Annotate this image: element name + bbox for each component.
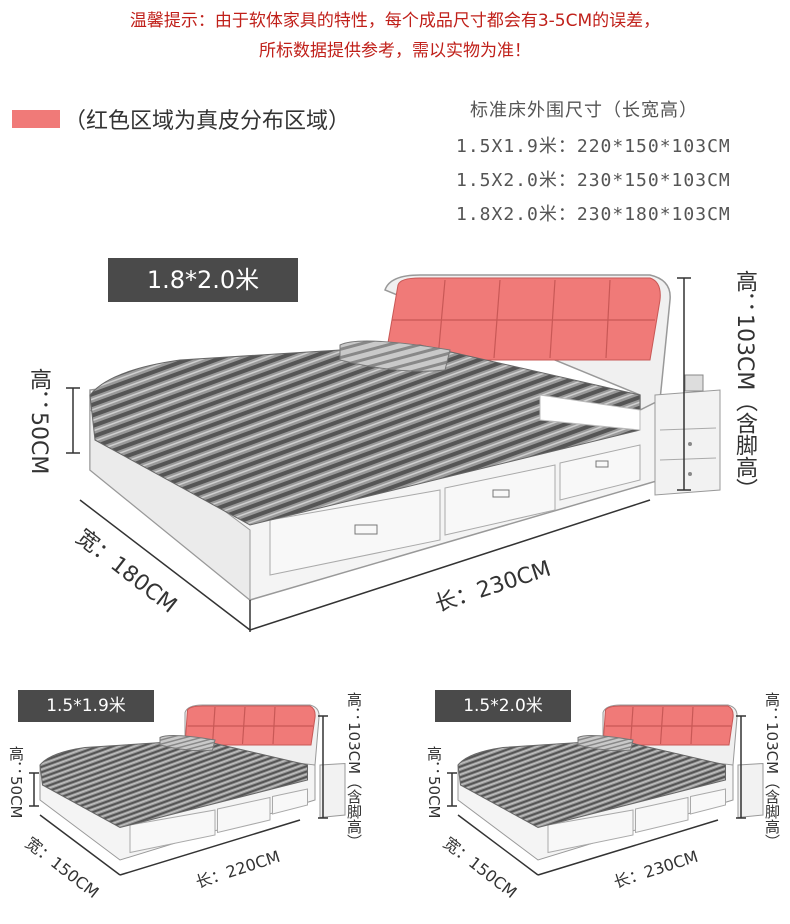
big-bed-dimension-lines	[66, 277, 691, 632]
small-bed-2-height-left: 高：50CM	[425, 746, 443, 819]
notice-line-2: 所标数据提供参考，需以实物为准！	[259, 41, 531, 61]
big-bed-leather-headboard	[384, 277, 661, 361]
notice-line-1: 温馨提示：由于软体家具的特性，每个成品尺寸都会有3-5CM的误差，	[129, 11, 661, 31]
big-bed-height-left: 高：50CM	[26, 368, 51, 475]
small-bed-2-size-label: 1.5*2.0米	[435, 690, 571, 722]
spec-row-2: 1.5X2.0米：230*150*103CM	[456, 170, 731, 191]
small-bed-1-dimension-lines	[29, 715, 328, 876]
spec-row-1: 1.5X1.9米：220*150*103CM	[456, 136, 731, 157]
small-bed-1-height-right: 高：103CM（含脚高）	[345, 692, 363, 850]
big-bed	[66, 274, 721, 632]
leather-legend-swatch	[12, 110, 60, 128]
big-bed-size-label: 1.8*2.0米	[108, 258, 298, 302]
big-bed-height-right: 高：103CM（含脚高）	[732, 270, 757, 501]
small-bed-1-height-left: 高：50CM	[7, 746, 25, 819]
small-bed-2-dimension-lines	[447, 715, 746, 876]
small-bed-1	[39, 704, 346, 861]
small-bed-1-size-label: 1.5*1.9米	[18, 690, 154, 722]
small-bed-2	[457, 704, 764, 861]
spec-title: 标准床外围尺寸（长宽高）	[470, 100, 698, 121]
leather-legend-text: （红色区域为真皮分布区域）	[64, 109, 351, 134]
spec-row-3: 1.8X2.0米：230*180*103CM	[456, 204, 731, 225]
small-bed-2-height-right: 高：103CM（含脚高）	[763, 692, 781, 850]
